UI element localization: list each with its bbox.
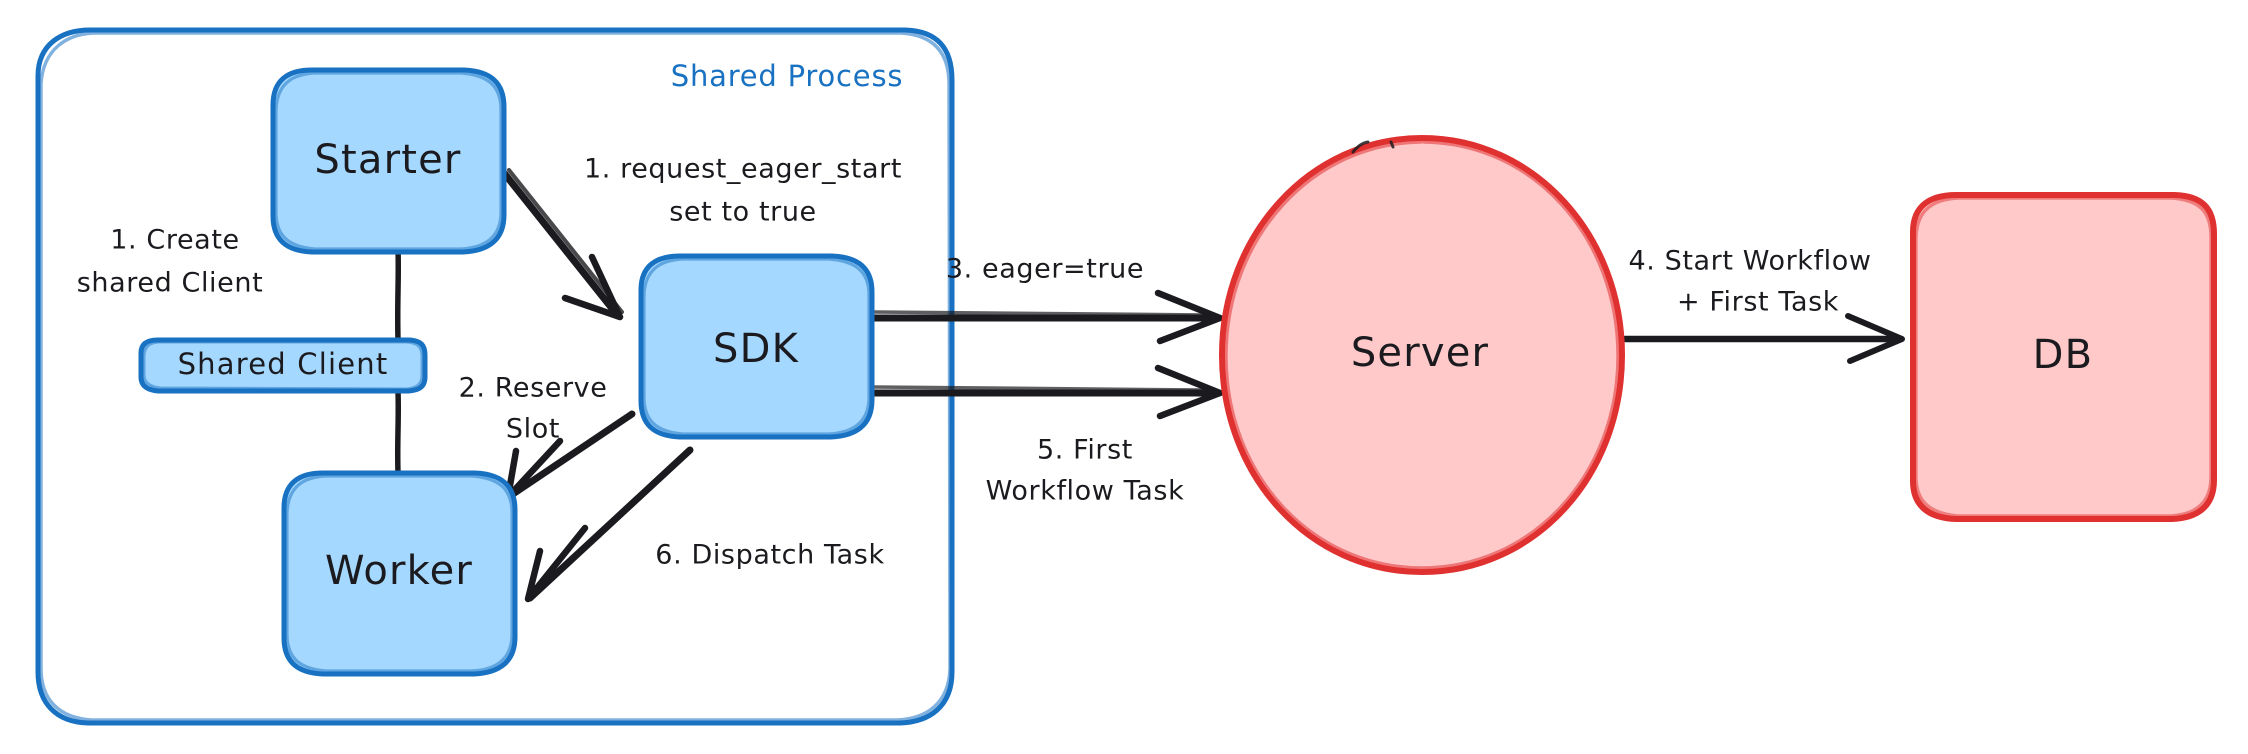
node-starter-shape [270, 67, 507, 255]
edge-dispatch-task-line [526, 446, 694, 602]
edge-request-eager-start-arrowhead [561, 253, 624, 321]
edge-first-workflow-task[interactable]: 5. First Workflow Task [868, 364, 1224, 507]
edge-reserve-slot-label-line2: Slot [506, 414, 560, 445]
edge-dispatch-task-label: 6. Dispatch Task [655, 540, 884, 571]
node-worker-outline-sketch [285, 474, 514, 673]
node-worker-shape [281, 470, 518, 677]
edge-eager-true-label: 3. eager=true [946, 254, 1144, 285]
shared-process-group[interactable]: Shared Process [35, 27, 955, 726]
edge-first-workflow-task-label-line2: Workflow Task [986, 476, 1185, 507]
edge-start-workflow-first-task[interactable]: 4. Start Workflow + First Task [1621, 246, 1905, 364]
node-shared-client-shape [138, 337, 428, 394]
edge-start-workflow-first-task-arrowhead [1845, 313, 1905, 364]
edge-reserve-slot-label-line1: 2. Reserve [459, 373, 608, 404]
node-starter[interactable]: Starter [270, 67, 507, 255]
node-sdk-outline-sketch [642, 257, 871, 436]
edge-create-shared-client-label-line2: shared Client [77, 268, 264, 299]
node-sdk-label: SDK [713, 326, 800, 372]
node-starter-label: Starter [314, 137, 461, 183]
node-server-label: Server [1351, 330, 1489, 376]
edge-request-eager-start[interactable]: 1. request_eager_start set to true [500, 154, 902, 321]
shared-process-label: Shared Process [671, 59, 904, 93]
edge-start-workflow-first-task-label-line2: + First Task [1677, 287, 1839, 318]
edge-request-eager-start-line [500, 169, 622, 320]
shared-process-border [35, 27, 955, 726]
edge-dispatch-task-arrowhead [524, 524, 589, 603]
node-shared-client-label: Shared Client [178, 347, 389, 381]
node-db-shape [1910, 192, 2217, 522]
edge-shared-client-worker[interactable] [394, 388, 402, 476]
edge-request-eager-start-label-line2: set to true [669, 197, 817, 228]
node-server-shape [1219, 135, 1625, 575]
node-worker-label: Worker [325, 548, 473, 594]
edge-shared-client-worker-line [394, 388, 402, 476]
node-worker[interactable]: Worker [281, 470, 518, 677]
shared-process-border-sketch [39, 31, 952, 722]
edge-request-eager-start-label-line1: 1. request_eager_start [584, 154, 902, 185]
node-shared-client-outline-sketch [142, 340, 424, 391]
edge-start-workflow-first-task-label-line1: 4. Start Workflow [1628, 246, 1871, 277]
edge-dispatch-task[interactable]: 6. Dispatch Task [524, 446, 885, 603]
node-db[interactable]: DB [1910, 192, 2217, 522]
node-sdk[interactable]: SDK [638, 253, 875, 440]
node-server[interactable]: Server [1219, 135, 1625, 575]
node-server-topnick [1351, 140, 1395, 154]
edge-eager-true[interactable]: 3. eager=true [868, 254, 1224, 345]
node-db-label: DB [2033, 332, 2094, 378]
edge-reserve-slot-line [506, 410, 636, 500]
edge-eager-true-line-sketch [872, 310, 1210, 317]
node-sdk-shape [638, 253, 875, 440]
node-db-outline-sketch [1914, 196, 2213, 518]
node-starter-outline-sketch [274, 71, 503, 251]
edge-first-workflow-task-label-line1: 5. First [1037, 435, 1133, 466]
node-shared-client[interactable]: Shared Client [138, 337, 428, 394]
edge-first-workflow-task-arrowhead [1154, 364, 1224, 420]
edge-create-shared-client-line [394, 245, 402, 343]
edge-eager-true-arrowhead [1154, 289, 1224, 345]
edge-create-shared-client-label-line1: 1. Create [110, 225, 239, 256]
edge-create-shared-client[interactable]: 1. Create shared Client [77, 225, 402, 343]
node-server-outline-sketch [1224, 140, 1620, 570]
edge-reserve-slot[interactable]: 2. Reserve Slot [459, 373, 636, 501]
edge-first-workflow-task-line-sketch [872, 385, 1207, 392]
